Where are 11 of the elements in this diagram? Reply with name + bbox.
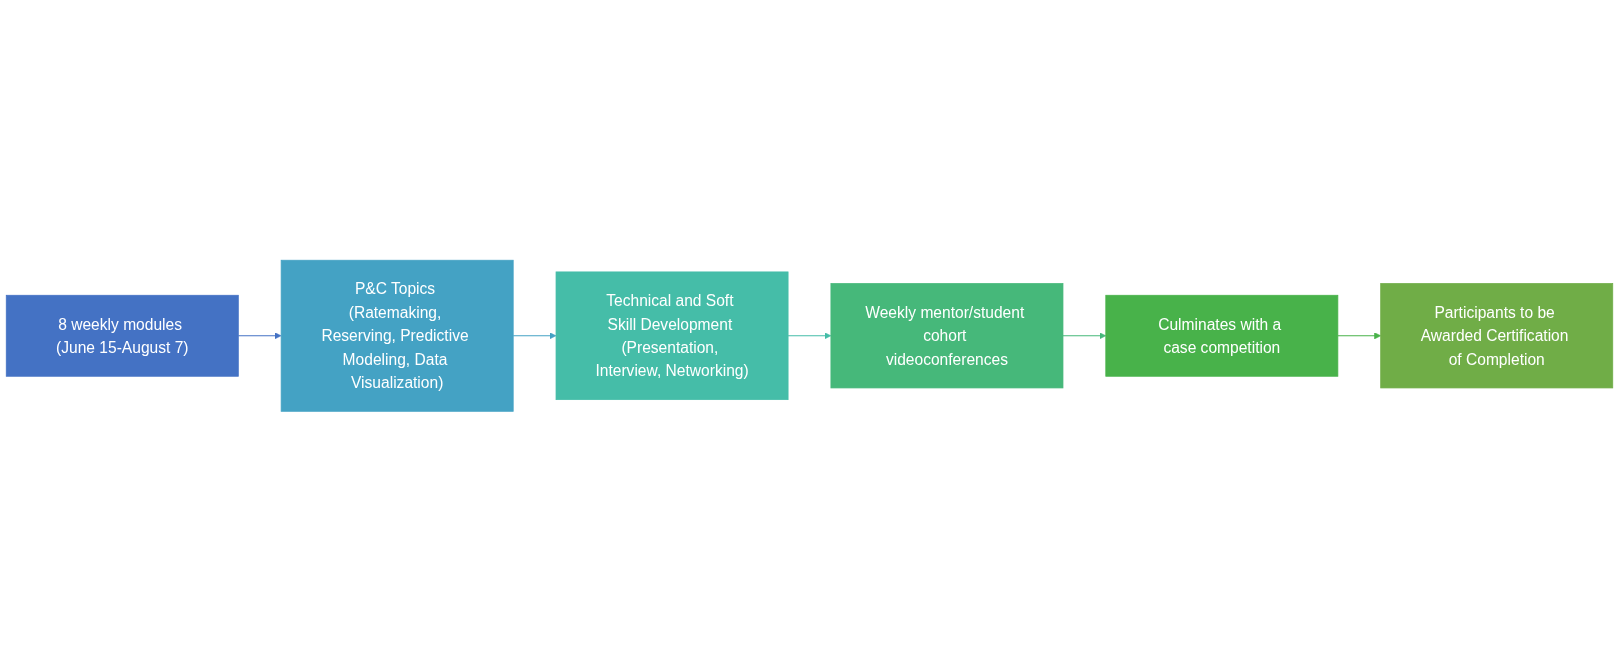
arrow [512, 332, 557, 339]
arrow [1337, 332, 1381, 339]
arrow [1062, 332, 1107, 339]
node-box: P&C Topics (Ratemaking, Reserving, Predictive Modeling, Data Visualization) [280, 259, 514, 412]
arrow [787, 332, 832, 339]
node-box: 8 weekly modules (June 15-August 7) [5, 294, 239, 377]
node-box: Participants to be Awarded Certification of Completion [1380, 282, 1614, 389]
node-box: Culminates with a case competition [1105, 294, 1339, 377]
arrow [237, 332, 282, 339]
node-box: Weekly mentor/student cohort videoconferences [830, 282, 1064, 389]
node-box: Technical and Soft Skill Development (Presentation, Interview, Networking) [555, 271, 789, 400]
